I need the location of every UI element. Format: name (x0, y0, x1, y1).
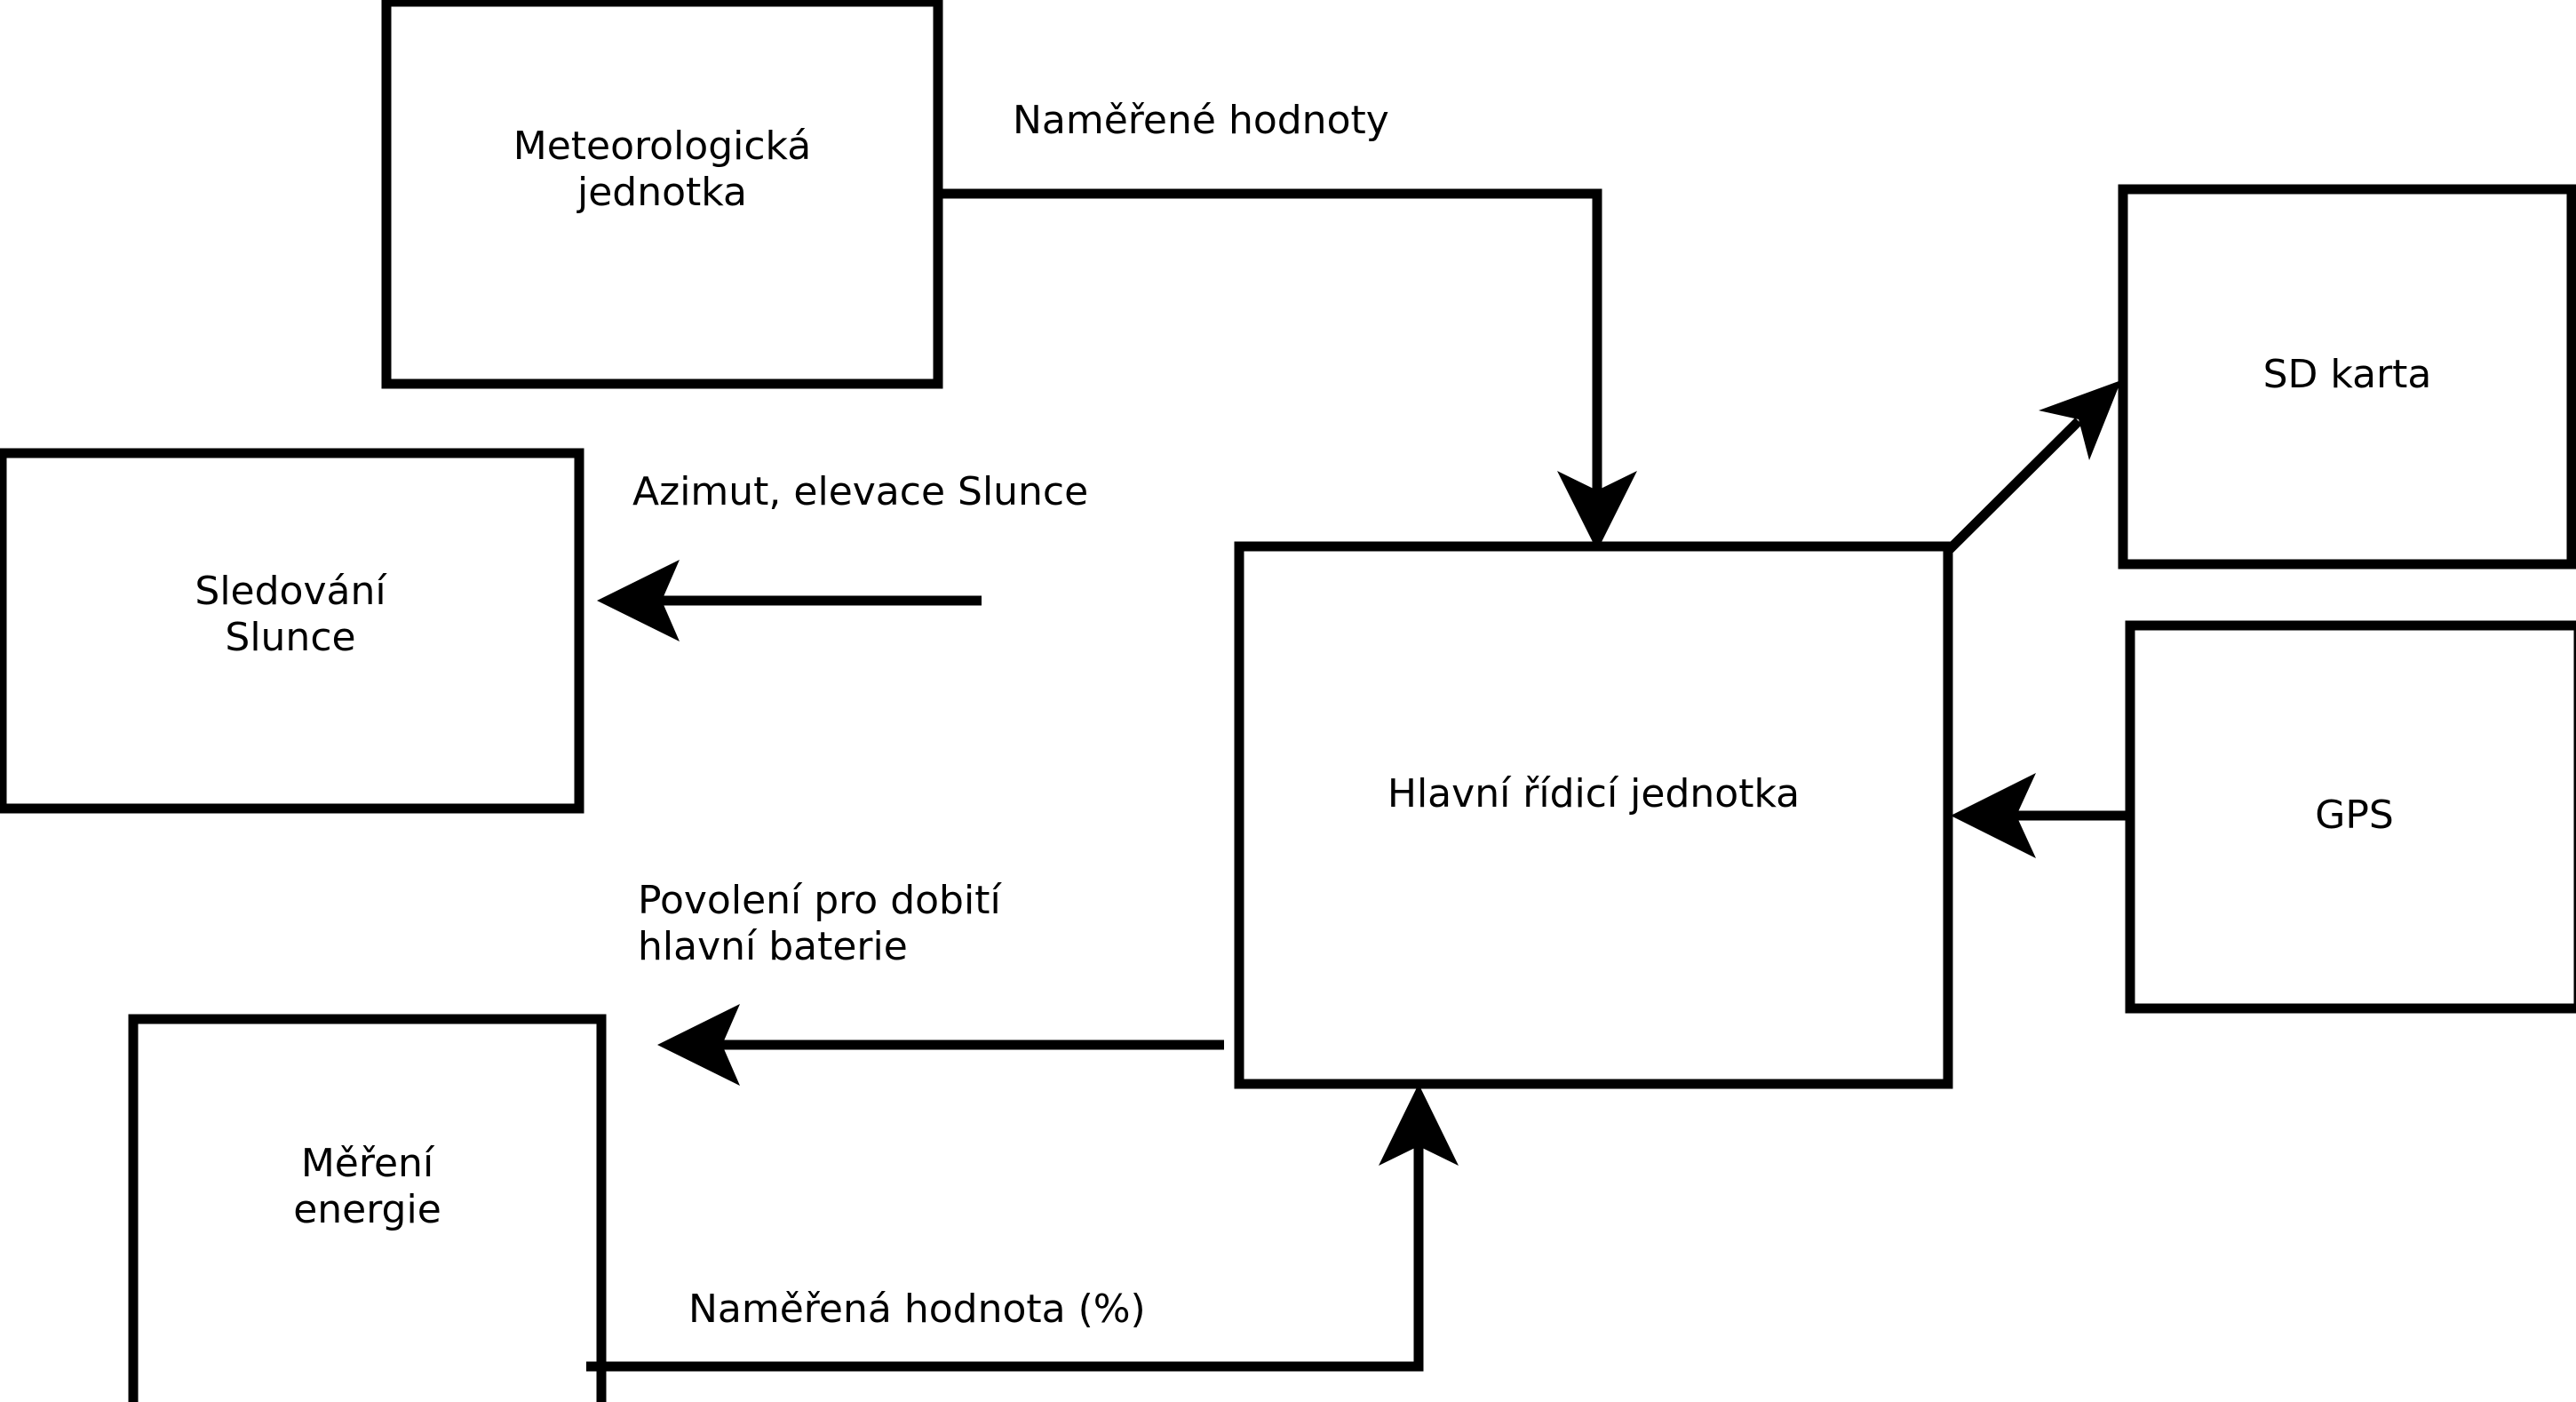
node-box-sledovani-slunce[interactable] (0, 448, 584, 814)
node-box-meteorologicka-jednotka[interactable] (381, 0, 943, 389)
node-box-mereni-energie[interactable] (128, 1014, 607, 1402)
connector-main-to-sd-karta (1944, 380, 2121, 554)
connector-main-to-sledovani (597, 560, 982, 641)
connector-main-to-mereni (657, 1004, 1224, 1086)
node-box-gps[interactable] (2125, 620, 2576, 1014)
node-box-hlavni-ridici-jednotka[interactable] (1234, 541, 1953, 1089)
connector-gps-to-main (1951, 773, 2127, 858)
connector-mereni-to-main (586, 1084, 1459, 1372)
connector-meteo-to-main (938, 188, 1637, 551)
node-box-sd-karta[interactable] (2118, 184, 2576, 570)
